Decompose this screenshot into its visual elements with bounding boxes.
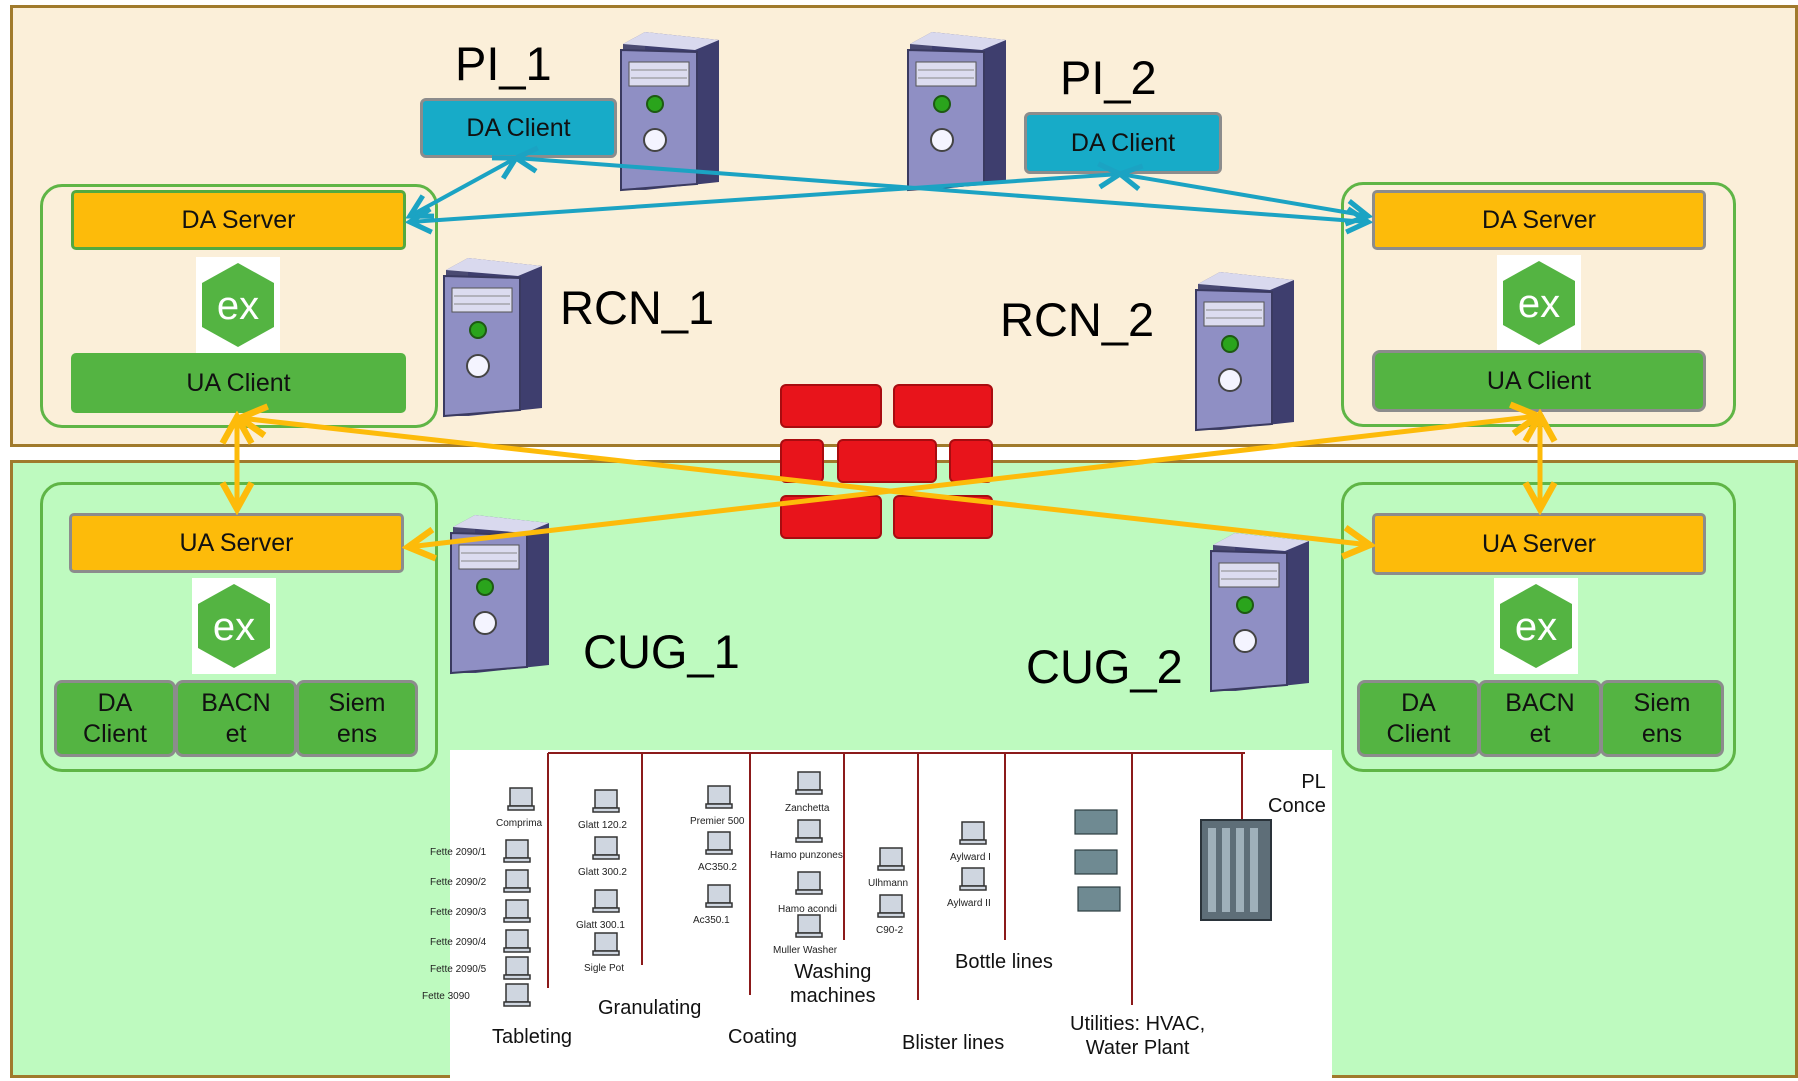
cug2-module-bacnet: BACN et <box>1478 680 1602 757</box>
rcn1-label: RCN_1 <box>560 281 715 334</box>
machine-label: Glatt 300.2 <box>578 867 627 878</box>
machine-label: Fette 2090/1 <box>430 847 487 858</box>
group-label-bottle: Bottle lines <box>955 951 1053 973</box>
server-icon <box>1195 272 1294 432</box>
da-link <box>1120 174 1368 216</box>
pi1-label: PI_1 <box>455 37 552 90</box>
plc-label: PL Conce <box>1268 771 1326 817</box>
machine-label: C90-2 <box>876 925 904 936</box>
cug1-module-siemens: Siem ens <box>296 680 418 757</box>
cug2-module-da-client: DA Client <box>1357 680 1480 757</box>
plant-floor-diagram: Comprima Fette 2090/1 Fette 2090/2 Fette… <box>422 750 1332 1081</box>
machine-label: Glatt 120.2 <box>578 820 627 831</box>
machine-label: Fette 2090/4 <box>430 937 487 948</box>
machine-label: Fette 3090 <box>422 991 470 1002</box>
group-label-utilities: Utilities: HVAC, Water Plant <box>1070 1013 1206 1059</box>
cug2-module-siemens: Siem ens <box>1600 680 1724 757</box>
group-label-blister: Blister lines <box>902 1032 1005 1054</box>
da-link <box>516 158 1368 222</box>
group-label-tableting: Tableting <box>492 1026 573 1048</box>
machine-label: Muller Washer <box>773 945 838 956</box>
ex-logo-icon: ex <box>1494 578 1578 674</box>
machine-label: AC350.2 <box>698 862 737 873</box>
plc-icon <box>1200 819 1272 921</box>
server-icon <box>443 258 542 418</box>
machine-label: Comprima <box>496 818 543 829</box>
server-icon <box>1210 533 1309 693</box>
machine-label: Premier 500 <box>690 816 745 827</box>
da-link <box>410 158 516 216</box>
svg-text:ex: ex <box>213 605 255 649</box>
pi2-label: PI_2 <box>1060 51 1157 104</box>
machine-label: Fette 2090/2 <box>430 877 487 888</box>
ex-logo-icon: ex <box>196 257 280 353</box>
workstation-icons <box>503 771 1272 1007</box>
rcn2-da-server: DA Server <box>1372 190 1706 250</box>
group-label-washing: Washing machines <box>790 961 876 1007</box>
machine-label: Sigle Pot <box>584 963 625 974</box>
da-link <box>410 174 1120 222</box>
rcn2-label: RCN_2 <box>1000 293 1155 346</box>
ex-logo-icon: ex <box>1497 255 1581 351</box>
cug2-label: CUG_2 <box>1026 640 1183 693</box>
machine-label: Ulhmann <box>868 878 909 889</box>
group-label-coating: Coating <box>728 1026 797 1048</box>
machine-label: Hamo acondi <box>778 904 837 915</box>
ex-logo-icon: ex <box>192 578 276 674</box>
plant-bus-lines <box>547 752 1245 1005</box>
cug1-label: CUG_1 <box>583 625 740 678</box>
plc-icon <box>1074 809 1121 912</box>
ua-link <box>408 416 1538 547</box>
rcn1-da-server: DA Server <box>71 190 406 250</box>
rcn1-ua-client: UA Client <box>71 353 406 413</box>
machine-label: Zanchetta <box>785 803 830 814</box>
svg-text:ex: ex <box>217 284 259 328</box>
group-label-granulating: Granulating <box>598 997 702 1019</box>
cug1-module-bacnet: BACN et <box>175 680 297 757</box>
machine-label: Fette 2090/5 <box>430 964 487 975</box>
machine-label: Glatt 300.1 <box>576 920 625 931</box>
machine-label: Fette 2090/3 <box>430 907 487 918</box>
cug1-module-da-client: DA Client <box>54 680 176 757</box>
machine-label: Aylward I <box>950 852 991 863</box>
machine-label: Aylward II <box>947 898 991 909</box>
machine-label: Hamo punzones <box>770 850 843 861</box>
ua-link <box>240 418 1370 545</box>
svg-text:ex: ex <box>1518 282 1560 326</box>
machine-label: Ac350.1 <box>693 915 730 926</box>
svg-text:ex: ex <box>1515 605 1557 649</box>
